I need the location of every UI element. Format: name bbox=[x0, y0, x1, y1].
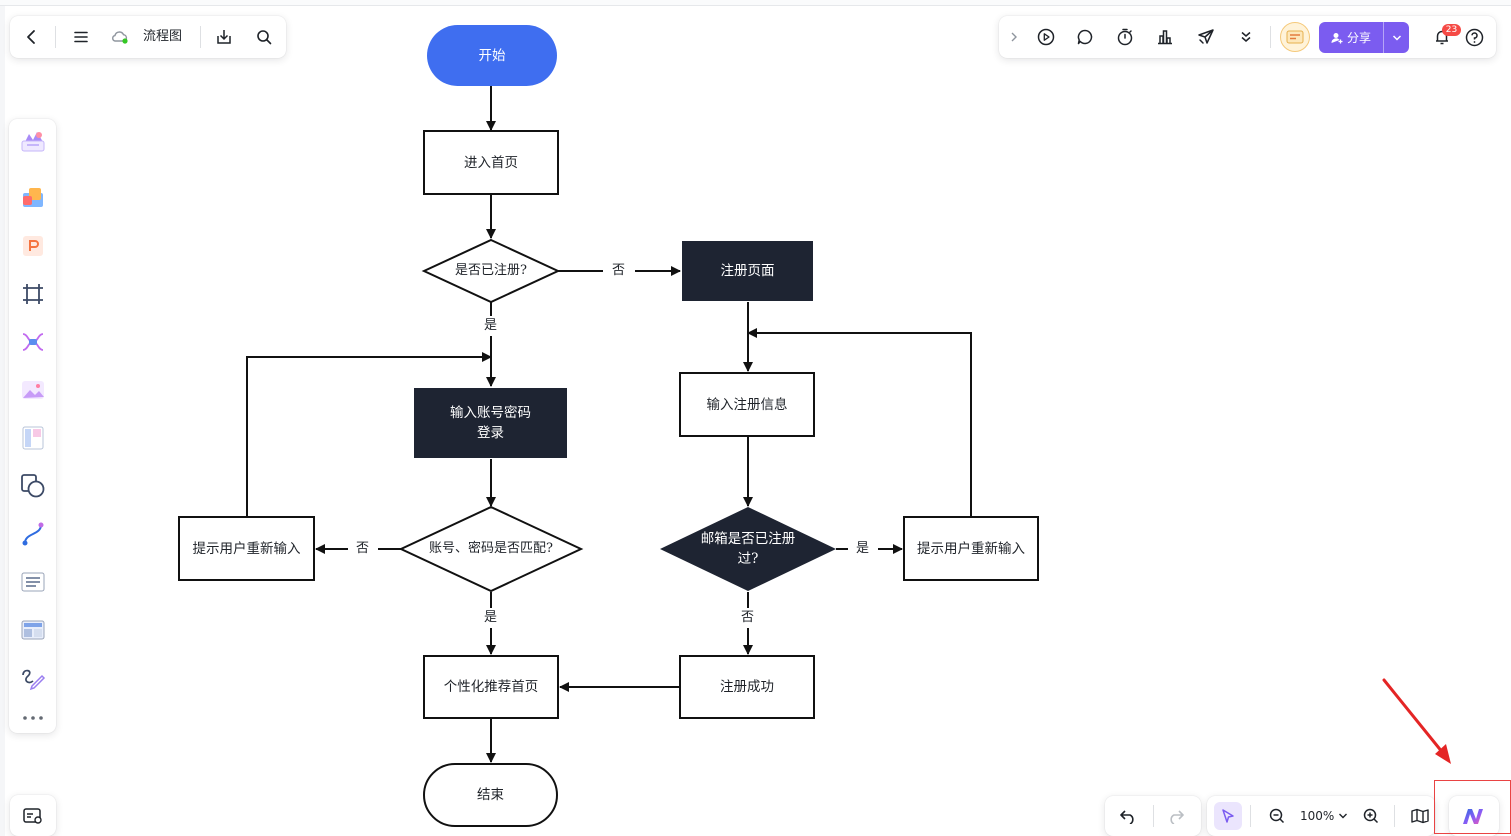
toolbar-divider bbox=[1153, 805, 1154, 827]
flow-connectors bbox=[246, 86, 972, 763]
image-icon[interactable] bbox=[13, 370, 53, 410]
share-label: 分享 bbox=[1346, 31, 1371, 45]
ai-assistant-icon[interactable] bbox=[1458, 801, 1490, 831]
bottom-left-panel bbox=[10, 795, 56, 836]
zoom-out-icon[interactable] bbox=[1263, 802, 1291, 830]
template-icon[interactable] bbox=[13, 122, 53, 162]
menu-icon[interactable] bbox=[67, 23, 95, 51]
collapse-chevron-icon[interactable] bbox=[1001, 23, 1027, 51]
edge-label-email-no: 否 bbox=[737, 609, 759, 627]
end-node[interactable] bbox=[423, 763, 558, 827]
redo-icon[interactable] bbox=[1162, 802, 1190, 830]
laser-pointer-icon[interactable] bbox=[1192, 23, 1220, 51]
document-title[interactable]: 流程图 bbox=[143, 29, 183, 44]
undo-redo-panel bbox=[1105, 796, 1201, 836]
share-button[interactable]: 分享 bbox=[1319, 22, 1409, 53]
edge-label-match-no: 否 bbox=[352, 540, 374, 558]
window-top-edge bbox=[0, 0, 1511, 6]
zoom-in-icon[interactable] bbox=[1357, 802, 1385, 830]
retry-right-node[interactable] bbox=[903, 516, 1039, 581]
minimap-icon[interactable] bbox=[1406, 802, 1434, 830]
home-node[interactable] bbox=[423, 130, 559, 195]
comment-icon[interactable] bbox=[1071, 23, 1099, 51]
shape-icon[interactable] bbox=[13, 466, 53, 506]
sticker-icon[interactable] bbox=[13, 178, 53, 218]
edge-label-registered-no: 否 bbox=[608, 262, 630, 280]
toolbar-divider bbox=[1270, 26, 1271, 48]
zoom-level[interactable]: 100% bbox=[1300, 809, 1335, 823]
timer-icon[interactable] bbox=[1111, 23, 1139, 51]
layout-icon[interactable] bbox=[13, 610, 53, 650]
recommend-node[interactable] bbox=[423, 655, 559, 719]
toolbar-divider bbox=[200, 26, 201, 48]
download-icon[interactable] bbox=[210, 23, 238, 51]
frame-icon[interactable] bbox=[13, 274, 53, 314]
toolbar-divider bbox=[1394, 805, 1395, 827]
share-split-divider bbox=[1383, 22, 1384, 53]
zoom-dropdown-chevron-icon[interactable] bbox=[1336, 808, 1350, 824]
play-icon[interactable] bbox=[1032, 23, 1060, 51]
top-left-toolbar: 流程图 bbox=[10, 16, 286, 58]
more-chevrons-icon[interactable] bbox=[1232, 23, 1260, 51]
vote-icon[interactable] bbox=[1151, 23, 1179, 51]
help-icon[interactable] bbox=[1460, 23, 1488, 51]
toolbar-divider bbox=[55, 26, 56, 48]
share-dropdown-chevron-icon[interactable] bbox=[1384, 22, 1409, 53]
zoom-panel bbox=[1207, 796, 1435, 836]
register-success-node[interactable] bbox=[679, 655, 815, 719]
search-icon[interactable] bbox=[250, 23, 278, 51]
registered-decision[interactable] bbox=[421, 238, 561, 304]
edge-label-email-yes: 是 bbox=[852, 540, 874, 558]
top-right-toolbar bbox=[999, 16, 1496, 58]
undo-icon[interactable] bbox=[1114, 802, 1142, 830]
share-main-button[interactable]: 分享 bbox=[1319, 22, 1383, 53]
ai-assistant-panel bbox=[1449, 796, 1499, 836]
edge-retry-right-loop bbox=[747, 328, 972, 516]
cloud-sync-icon[interactable] bbox=[108, 23, 132, 51]
annotation-arrow bbox=[1382, 678, 1451, 764]
toolbar-divider bbox=[1250, 805, 1251, 827]
login-node[interactable] bbox=[414, 388, 567, 458]
back-icon[interactable] bbox=[18, 23, 46, 51]
text-list-icon[interactable] bbox=[13, 562, 53, 602]
notification-count-badge: 23 bbox=[1442, 24, 1461, 36]
register-page-node[interactable] bbox=[682, 241, 813, 301]
table-layout-icon[interactable] bbox=[13, 418, 53, 458]
edge-label-match-yes: 是 bbox=[480, 609, 502, 627]
window-left-edge bbox=[0, 6, 5, 836]
match-decision[interactable] bbox=[398, 505, 584, 593]
retry-left-node[interactable] bbox=[178, 516, 315, 581]
pen-icon[interactable] bbox=[13, 658, 53, 698]
add-user-icon bbox=[1331, 32, 1343, 43]
select-cursor-icon[interactable] bbox=[1214, 802, 1242, 830]
avatar[interactable] bbox=[1280, 22, 1310, 52]
start-node[interactable] bbox=[427, 25, 557, 86]
connector-icon[interactable] bbox=[13, 514, 53, 554]
mindmap-icon[interactable] bbox=[13, 322, 53, 362]
ppt-icon[interactable] bbox=[13, 226, 53, 266]
more-icon[interactable] bbox=[13, 699, 53, 737]
annotation-highlight-box bbox=[1434, 780, 1511, 834]
edge-retry-left-loop bbox=[246, 352, 492, 516]
edge-label-registered-yes: 是 bbox=[480, 317, 502, 335]
input-register-node[interactable] bbox=[679, 372, 815, 437]
email-decision[interactable] bbox=[660, 507, 836, 591]
map-pin-icon[interactable] bbox=[19, 802, 47, 830]
